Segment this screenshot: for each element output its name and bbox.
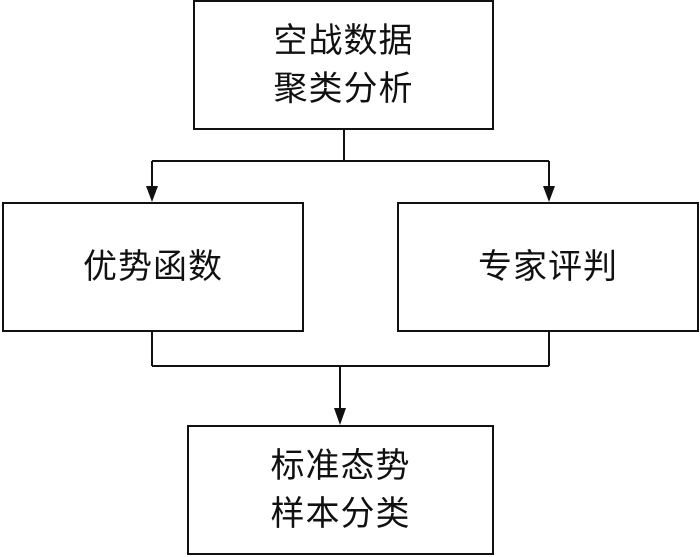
- bottom-box-line1: 标准态势: [270, 446, 411, 486]
- top-box-line2: 聚类分析: [273, 69, 414, 109]
- standard-situation-sample-classification-box: 标准态势 样本分类: [187, 425, 494, 555]
- right-box-label: 专家评判: [478, 247, 618, 287]
- top-box-line1: 空战数据: [273, 21, 414, 61]
- left-box-label: 优势函数: [83, 247, 223, 287]
- bottom-arrowhead: [334, 408, 346, 425]
- right-arrowhead: [543, 186, 555, 202]
- air-combat-data-clustering-box: 空战数据 聚类分析: [193, 0, 494, 130]
- bottom-box-line2: 样本分类: [270, 494, 411, 534]
- advantage-function-box: 优势函数: [2, 202, 304, 332]
- expert-judgment-box: 专家评判: [397, 202, 699, 332]
- left-arrowhead: [146, 186, 158, 202]
